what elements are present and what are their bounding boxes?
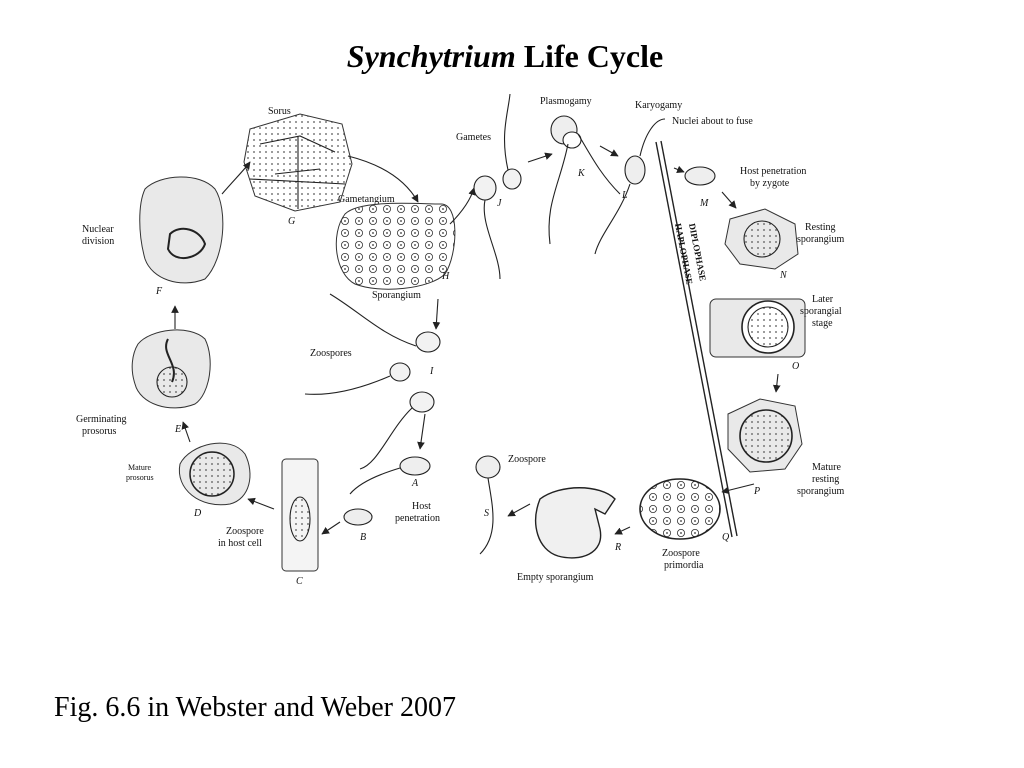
letter-d: D <box>193 508 202 519</box>
life-cycle-svg: Sorus G Gametangium Sporangium H Zoospor… <box>76 93 844 587</box>
letter-r: R <box>614 542 621 553</box>
label-nuclear-1: Nuclear <box>82 224 114 235</box>
stage-o-later: Later sporangial stage O <box>709 294 842 372</box>
label-zhost-2: in host cell <box>218 538 262 549</box>
label-plasmogamy: Plasmogamy <box>540 96 592 107</box>
letter-l: L <box>621 190 628 201</box>
stage-b: B <box>343 508 373 543</box>
stage-p-mature-resting: Mature resting sporangium P <box>727 398 844 497</box>
letter-g: G <box>288 216 295 227</box>
label-zhost-1: Zoospore <box>226 526 264 537</box>
letter-i: I <box>429 366 434 377</box>
label-host-pen-2: by zygote <box>750 178 790 189</box>
letter-m: M <box>699 198 709 209</box>
label-nuclei: Nuclei about to fuse <box>672 116 753 127</box>
stage-q-primordia: Zoospore primordia Q <box>639 478 730 571</box>
slide-title: Synchytrium Life Cycle <box>0 38 1010 75</box>
stage-g-sorus: Sorus G <box>243 106 353 227</box>
letter-h: H <box>441 271 450 282</box>
stage-r-empty: Empty sporangium R <box>517 487 621 583</box>
stage-h-gametangium: Gametangium Sporangium H <box>335 194 456 301</box>
label-gametangium: Gametangium <box>338 194 395 205</box>
letter-j: J <box>497 198 502 209</box>
letter-p: P <box>753 486 760 497</box>
label-mature-rest-3: sporangium <box>797 486 844 497</box>
label-hostpen-a-2: penetration <box>395 513 440 524</box>
figure-caption: Fig. 6.6 in Webster and Weber 2007 <box>54 692 456 723</box>
stage-n-resting: Resting sporangium N <box>724 208 844 281</box>
stage-s-zoospore: Zoospore S <box>475 454 546 555</box>
stage-f-nuclear-division: Nuclear division F <box>82 176 224 297</box>
letter-c: C <box>296 576 303 587</box>
title-rest: Life Cycle <box>515 38 664 74</box>
label-gametes: Gametes <box>456 132 491 143</box>
label-nuclear-2: division <box>82 236 114 247</box>
label-zoospores: Zoospores <box>310 348 352 359</box>
label-resting-2: sporangium <box>797 234 844 245</box>
label-sorus: Sorus <box>268 106 291 117</box>
letter-f: F <box>155 286 163 297</box>
label-sporangium: Sporangium <box>372 290 421 301</box>
label-mature-pro-2: prosorus <box>126 473 154 482</box>
title-genus: Synchytrium <box>346 38 516 74</box>
letter-n: N <box>779 270 788 281</box>
label-hostpen-a-1: Host <box>412 501 431 512</box>
stage-e-germinating: Germinating prosorus E <box>76 329 211 437</box>
letter-s: S <box>484 508 489 519</box>
stage-j-gametes: Gametes J <box>456 93 522 280</box>
letter-e: E <box>174 424 181 435</box>
label-mature-pro-1: Mature <box>128 463 152 472</box>
label-host-pen-1: Host penetration <box>740 166 806 177</box>
letter-a: A <box>411 478 419 489</box>
label-zoospore: Zoospore <box>508 454 546 465</box>
label-germ-1: Germinating <box>76 414 127 425</box>
stage-k-plasmogamy: Plasmogamy K <box>540 96 621 245</box>
cycle-arrows <box>171 145 781 535</box>
label-mature-rest-2: resting <box>812 474 839 485</box>
letter-o: O <box>792 361 799 372</box>
label-zprim-2: primordia <box>664 560 704 571</box>
label-later-3: stage <box>812 318 833 329</box>
label-later-2: sporangial <box>800 306 842 317</box>
stage-d-prosorus: Mature prosorus D <box>126 442 251 519</box>
label-germ-2: prosorus <box>82 426 117 437</box>
stage-a-host-penetration: Host penetration A <box>349 456 440 524</box>
letter-b: B <box>360 532 366 543</box>
life-cycle-diagram: Sorus G Gametangium Sporangium H Zoospor… <box>60 84 870 590</box>
stage-c-host-cell: Zoospore in host cell C <box>218 458 319 587</box>
letter-k: K <box>577 168 586 179</box>
stage-m-zygote: Host penetration by zygote M <box>684 166 806 209</box>
label-empty: Empty sporangium <box>517 572 594 583</box>
label-zprim-1: Zoospore <box>662 548 700 559</box>
stage-i-zoospores: Zoospores I <box>304 293 441 470</box>
label-resting-1: Resting <box>805 222 836 233</box>
letter-q: Q <box>722 532 730 543</box>
label-later-1: Later <box>812 294 834 305</box>
stage-l-karyogamy: Karyogamy Nuclei about to fuse L <box>594 100 753 255</box>
label-mature-rest-1: Mature <box>812 462 841 473</box>
label-karyogamy: Karyogamy <box>635 100 682 111</box>
